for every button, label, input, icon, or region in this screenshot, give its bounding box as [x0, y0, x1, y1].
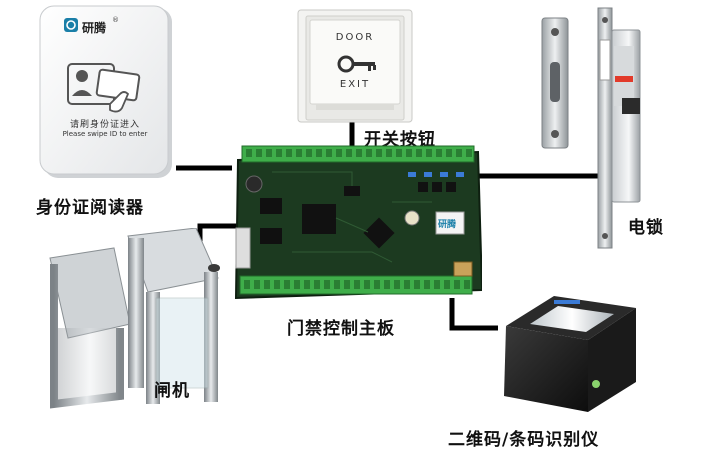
board-brand: 研腾 [438, 220, 457, 230]
terminal-strip-bottom [239, 275, 473, 295]
label-controller: 门禁控制主板 [287, 319, 395, 339]
label-scanner: 二维码/条码识别仪 [448, 430, 600, 450]
label-lock: 电锁 [628, 218, 664, 238]
reader-prompt-en: Please swipe ID to enter [62, 130, 148, 138]
label-id-reader: 身份证阅读器 [36, 198, 144, 218]
id-card-swipe-icon [67, 63, 141, 113]
reader-reg-mark: ® [112, 16, 119, 24]
brand-logo-icon [64, 18, 78, 32]
wire-scanner-board [449, 298, 498, 331]
terminal-strip-top [241, 145, 475, 163]
controller-board: 研腾 [232, 142, 484, 302]
mcu-chip [363, 217, 395, 249]
turnstile-gate-device [28, 227, 236, 416]
label-switch-button: 开关按钮 [364, 130, 436, 150]
electric-lock-device [538, 6, 648, 250]
exit-button-bottom-text: EXIT [339, 79, 371, 90]
exit-button-top-text: DOOR [335, 32, 375, 43]
exit-button-device: DOOR EXIT [296, 8, 414, 126]
reader-brand: 研腾 [82, 21, 107, 35]
board-logo-label [435, 211, 465, 235]
key-icon [337, 55, 376, 73]
label-gate: 闸机 [154, 381, 190, 401]
scan-window [530, 306, 614, 332]
usb-port [453, 261, 473, 277]
qr-scanner-device [496, 278, 644, 416]
reader-prompt-cn: 请刷身份证进入 [69, 120, 140, 130]
pcb-graphic [234, 145, 484, 300]
id-reader-device: 研腾 ® 请刷身份证进入 Please swipe ID to enter [38, 4, 176, 182]
main-chip [302, 204, 336, 234]
